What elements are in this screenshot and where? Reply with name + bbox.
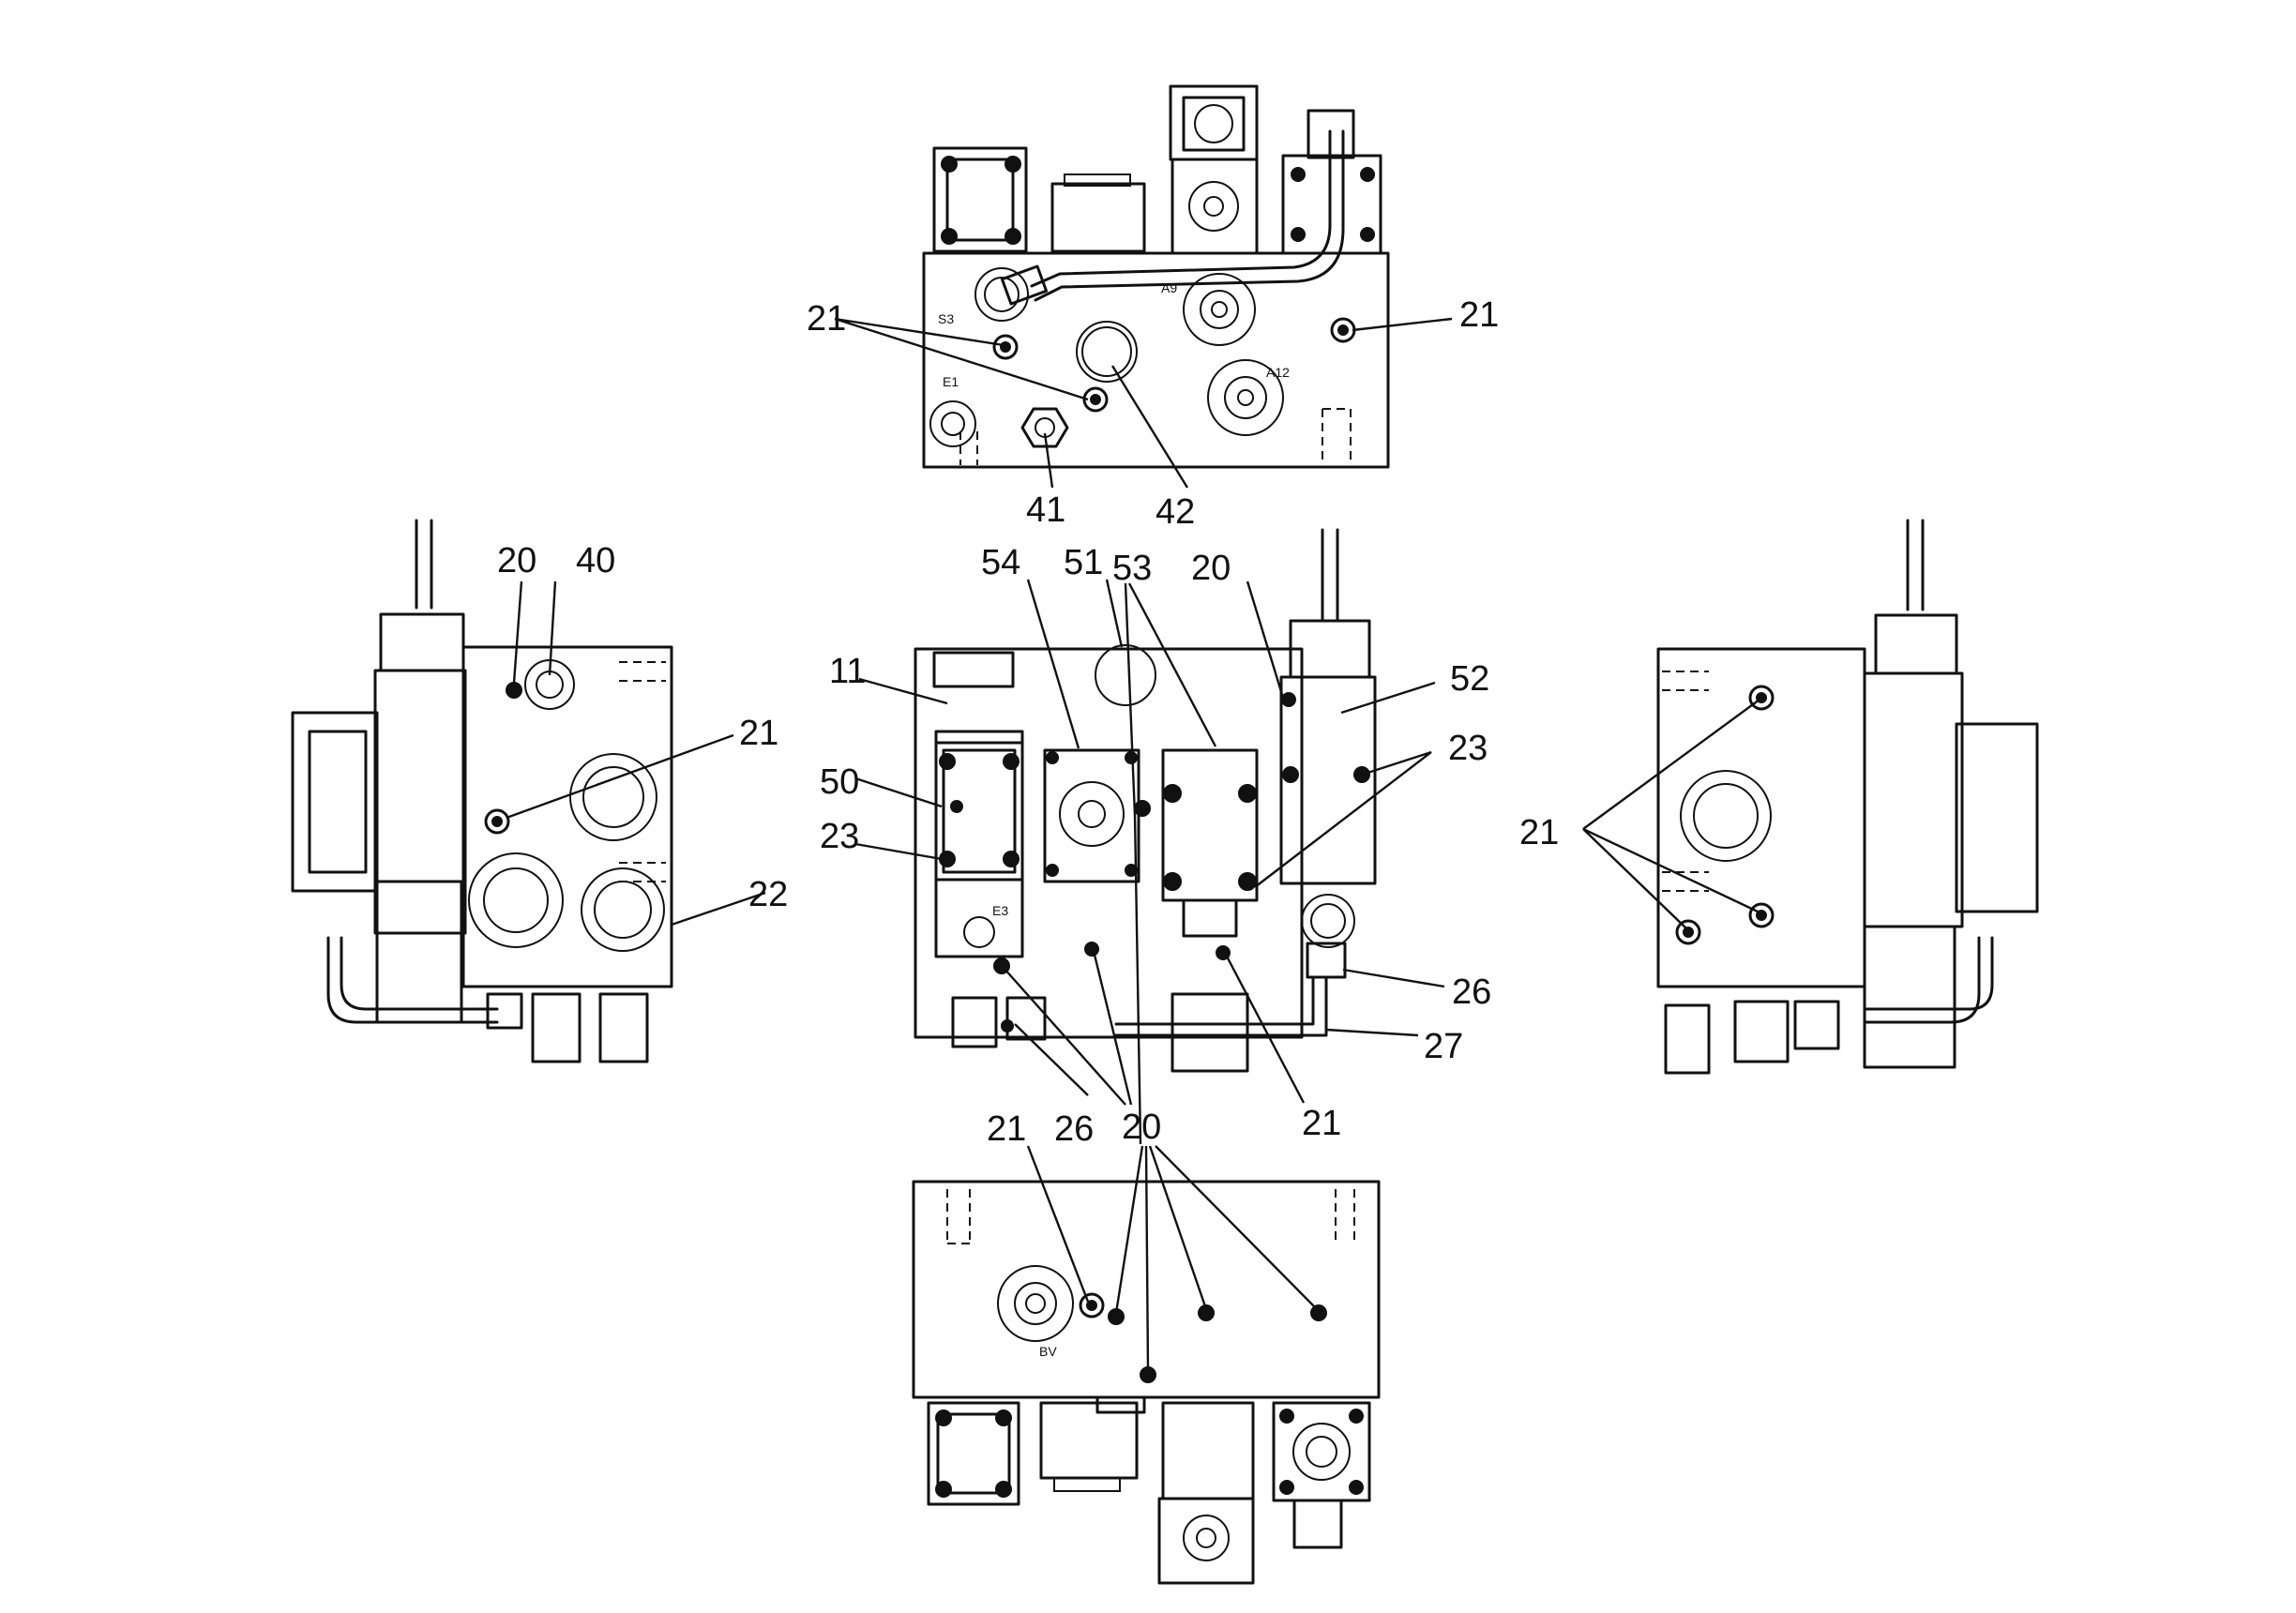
- port-label-e1: E1: [943, 374, 959, 389]
- callout-21-top-left: 21: [807, 299, 846, 339]
- callout-21-center: 21: [1302, 1104, 1341, 1143]
- callout-52: 52: [1450, 659, 1489, 699]
- port-label-a12: A12: [1266, 365, 1290, 380]
- callout-26-bottom: 26: [1054, 1109, 1094, 1149]
- bottom-view: BV: [912, 1180, 1381, 1585]
- callout-54: 54: [981, 543, 1020, 582]
- callout-22: 22: [748, 875, 788, 914]
- callout-21-left: 21: [739, 714, 778, 753]
- port-label-s3: S3: [938, 311, 954, 326]
- callout-26-right: 26: [1452, 972, 1491, 1012]
- port-label-a9: A9: [1161, 280, 1177, 295]
- callout-11: 11: [829, 652, 866, 691]
- callout-20-left: 20: [497, 541, 536, 580]
- callout-21-right-view: 21: [1519, 813, 1559, 852]
- port-label-e3: E3: [992, 903, 1008, 918]
- callout-53: 53: [1112, 549, 1152, 588]
- callout-40: 40: [576, 541, 615, 580]
- port-label-bv: BV: [1039, 1344, 1057, 1359]
- left-view: [291, 519, 673, 1063]
- callout-23-right: 23: [1448, 729, 1488, 768]
- callout-numbers: 21 21 41 42 20 40 21 22 54 51 53 20 52 1…: [497, 295, 1559, 1149]
- callout-50: 50: [820, 762, 859, 802]
- callout-20-bottom: 20: [1122, 1108, 1161, 1147]
- callout-41: 41: [1026, 490, 1065, 530]
- callout-27: 27: [1424, 1027, 1463, 1066]
- callout-42: 42: [1156, 492, 1195, 532]
- top-view: S3 A9 A12 E1: [922, 84, 1390, 469]
- callout-21-bottom: 21: [987, 1109, 1026, 1149]
- leader-lines: [506, 317, 1760, 1372]
- callout-23-left: 23: [820, 817, 859, 856]
- callout-20-center: 20: [1191, 549, 1231, 588]
- center-front-view: E3: [914, 528, 1377, 1073]
- callout-21-top-right: 21: [1459, 295, 1499, 335]
- callout-51: 51: [1064, 543, 1103, 582]
- right-view: [1656, 519, 2039, 1075]
